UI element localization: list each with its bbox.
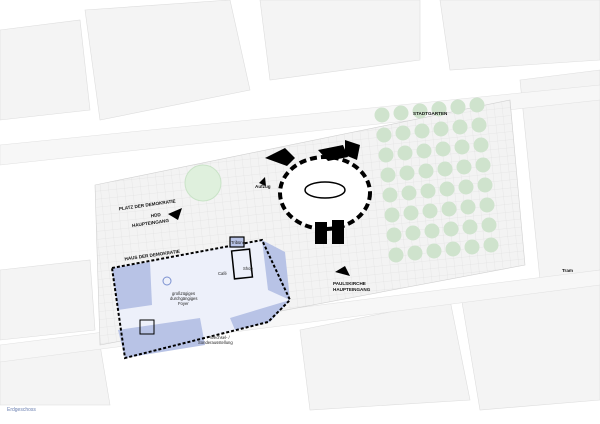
green-circle: [184, 164, 222, 202]
tree: [378, 147, 394, 163]
tree: [414, 123, 430, 139]
tree: [477, 177, 493, 193]
label-shop: Shop: [243, 266, 253, 271]
tree: [433, 121, 449, 137]
tree: [397, 145, 413, 161]
street: [0, 84, 600, 166]
tree: [460, 199, 476, 215]
tree: [393, 105, 409, 121]
label-hdd-entrance: HAUPTEINGANG: [132, 218, 170, 228]
tree: [418, 163, 434, 179]
tree: [454, 139, 470, 155]
tree: [445, 241, 461, 257]
tree: [450, 99, 466, 115]
tree: [426, 243, 442, 259]
label-foyer-2: durchgängiges: [170, 296, 197, 301]
tree: [471, 117, 487, 133]
tree: [452, 119, 468, 135]
tree: [458, 179, 474, 195]
label-exhibit-1: Wechsel- /: [210, 335, 231, 340]
tree: [443, 221, 459, 237]
tree: [475, 157, 491, 173]
tree: [441, 201, 457, 217]
aufzug-arrow: [259, 177, 266, 186]
paulskirche-entrance-arrow: [335, 266, 350, 276]
tree: [481, 217, 497, 233]
tree: [424, 223, 440, 239]
tree: [431, 101, 447, 117]
tree: [386, 227, 402, 243]
tree: [407, 245, 423, 261]
tree: [382, 187, 398, 203]
tree: [439, 181, 455, 197]
tree: [479, 197, 495, 213]
paulskirche: [265, 140, 372, 244]
label-paulskirche: PAULSKIRCHE: [333, 281, 366, 286]
floor-caption: Erdgeschoss: [7, 407, 36, 413]
tree: [435, 141, 451, 157]
tree: [384, 207, 400, 223]
tree: [416, 143, 432, 159]
tree: [380, 167, 396, 183]
tree: [422, 203, 438, 219]
label-cafe: Café: [218, 271, 228, 276]
tree: [374, 107, 390, 123]
tree: [464, 239, 480, 255]
tree: [405, 225, 421, 241]
tree: [420, 183, 436, 199]
stadtgarten-trees: [374, 97, 499, 263]
tree: [388, 247, 404, 263]
hdd-entrance-arrow: [168, 208, 182, 220]
label-paulskirche-entrance: HAUPTEINGANG: [333, 287, 371, 292]
tree: [437, 161, 453, 177]
tree: [469, 97, 485, 113]
label-aufzug: Aufzug: [255, 184, 271, 189]
label-hdd: HDD: [150, 212, 161, 218]
tree: [456, 159, 472, 175]
tree: [395, 125, 411, 141]
tree: [483, 237, 499, 253]
tree: [401, 185, 417, 201]
label-stadtgarten: STADTGARTEN: [413, 111, 448, 116]
tree: [399, 165, 415, 181]
label-foyer-1: großzügiges: [172, 291, 195, 296]
tree: [403, 205, 419, 221]
label-tram: Tram: [562, 268, 573, 273]
context-buildings: [0, 0, 600, 411]
label-foyer-3: Foyer: [178, 301, 189, 306]
haus-der-demokratie: [110, 236, 292, 360]
tree: [412, 103, 428, 119]
tree: [462, 219, 478, 235]
tree: [376, 127, 392, 143]
tree: [473, 137, 489, 153]
label-tribune: Tribüne: [231, 240, 246, 245]
label-exhibit-2: Sonderausstellung: [198, 340, 233, 345]
